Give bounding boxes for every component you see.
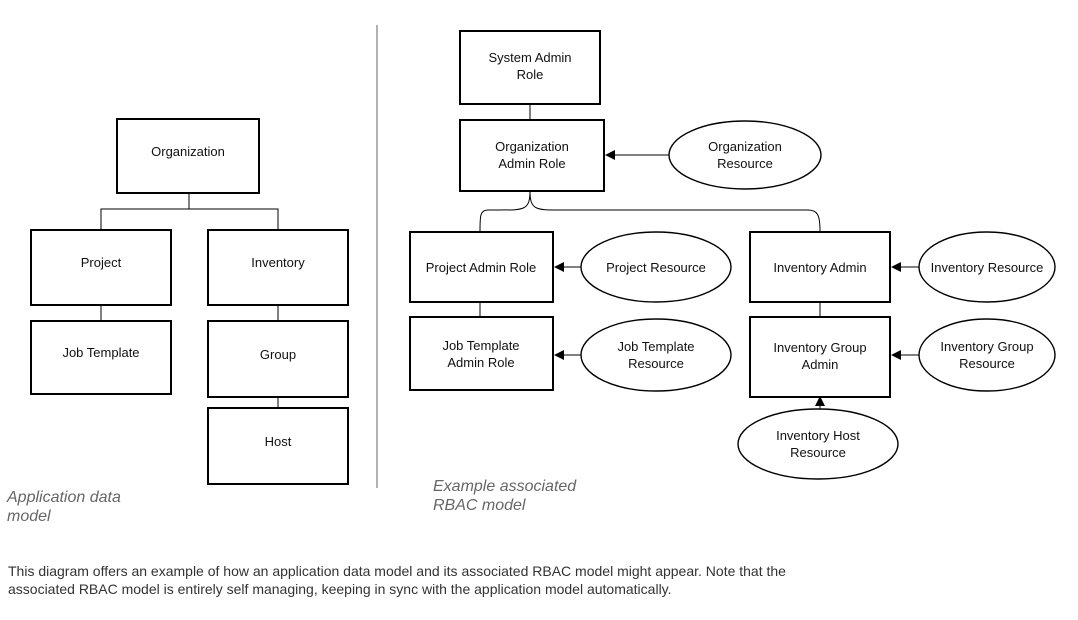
data-model-caption: Application data model [7,488,121,526]
svg-text:Project Admin Role: Project Admin Role [426,260,537,275]
description-line: associated RBAC model is entirely self m… [8,581,672,597]
svg-text:Job Template: Job Template [62,345,139,360]
node-label-line: Inventory Host [776,428,860,443]
node-inventory: Inventory [207,229,349,306]
node-label-line: System Admin [488,50,571,65]
node-label-line: Resource [628,356,684,371]
svg-text:Project: Project [81,255,122,270]
rbac-model-caption-line: Example associated [433,478,577,495]
rbac-model-caption-line: RBAC model [433,497,526,514]
data-model-caption-line: model [7,508,51,525]
node-label-line: Project Resource [606,260,706,275]
node-job-template: Job Template [30,320,172,395]
node-label-line: Resource [717,156,773,171]
node-project: Project [30,229,172,306]
node-label-line: Inventory Admin [773,260,866,275]
node-label-line: Admin Role [447,355,514,370]
resource-inventory: Inventory Resource [918,231,1056,303]
node-label-line: Organization [495,139,569,154]
node-label-line: Host [265,434,292,449]
node-label-line: Project [81,255,122,270]
rbac-connectors [479,104,919,409]
node-organization: Organization [116,118,260,194]
svg-text:Inventory: Inventory [251,255,305,270]
node-label-line: Resource [959,356,1015,371]
data-model-caption-line: Application data [7,489,121,506]
rbac-diagram: Organization Project Inventory Job Templ… [30,25,1056,488]
node-host: Host [207,407,349,485]
node-label-line: Organization [151,144,225,159]
svg-text:Host: Host [265,434,292,449]
role-inventory-admin: Inventory Admin [749,231,891,303]
svg-text:Group: Group [260,347,296,362]
resource-project: Project Resource [580,231,732,303]
node-label-line: Organization [708,139,782,154]
node-label-line: Job Template [62,345,139,360]
svg-text:Project Resource: Project Resource [606,260,706,275]
node-label-line: Admin [802,357,839,372]
node-label-line: Inventory Group [940,339,1033,354]
node-group: Group [207,320,349,398]
data-model-connectors [100,193,279,408]
node-label-line: Project Admin Role [426,260,537,275]
node-label-line: Job Template [617,339,694,354]
node-label-line: Role [517,67,544,82]
diagram-description: This diagram offers an example of how an… [8,562,1048,598]
role-project-admin: Project Admin Role [409,231,554,303]
svg-text:Inventory Resource: Inventory Resource [931,260,1044,275]
node-label-line: Resource [790,445,846,460]
node-label-line: Inventory [251,255,305,270]
node-label-line: Inventory Group [773,340,866,355]
node-label-line: Inventory Resource [931,260,1044,275]
rbac-model-caption: Example associated RBAC model [433,477,576,515]
svg-text:Inventory Admin: Inventory Admin [773,260,866,275]
node-label-line: Job Template [442,338,519,353]
description-line: This diagram offers an example of how an… [8,563,786,579]
node-label-line: Group [260,347,296,362]
node-label-line: Admin Role [498,156,565,171]
svg-text:Organization: Organization [151,144,225,159]
